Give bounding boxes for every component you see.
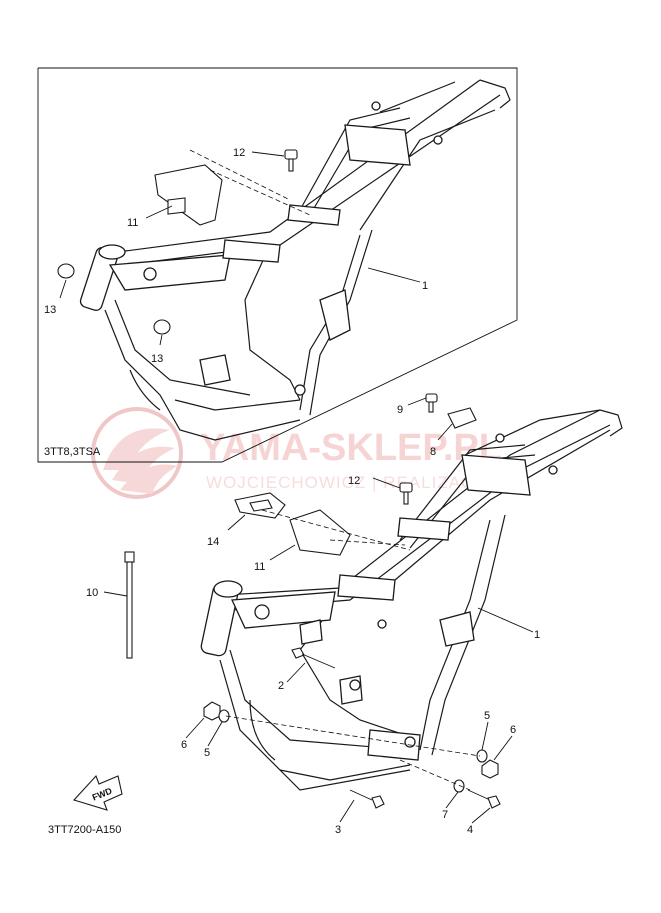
- callout-1: 1: [534, 629, 540, 641]
- watermark-logo-icon: [91, 407, 183, 499]
- inset-variant-label: 3TT8,3TSA: [44, 446, 101, 458]
- callout-inset-13a: 13: [44, 304, 56, 316]
- bolt-2: [291, 647, 336, 669]
- callout-5a: 5: [484, 710, 490, 722]
- bolt-4: [467, 789, 501, 809]
- nut-6-left: [203, 701, 221, 721]
- callout-inset-11: 11: [127, 217, 138, 229]
- callout-2: 2: [278, 680, 284, 692]
- washer-5-left: [218, 709, 230, 723]
- callout-inset-1: 1: [422, 280, 428, 292]
- watermark-tagline: WOJCIECHOWICZ | REALIZACJA: [206, 473, 496, 492]
- callout-10: 10: [86, 587, 98, 599]
- inset-cover-11: [154, 164, 223, 226]
- callout-5b: 5: [204, 747, 210, 759]
- nut-6-right: [481, 759, 499, 779]
- figure-code: 3TT7200-A150: [48, 824, 121, 836]
- bolt-9: [425, 393, 438, 413]
- washer-5-right: [476, 749, 488, 763]
- washer-7: [453, 779, 465, 793]
- watermark: YAMA-SKLEP.PL WOJCIECHOWICZ | REALIZACJA: [91, 407, 502, 499]
- bracket-8: [447, 407, 477, 429]
- inset-cap-13a: [57, 263, 75, 279]
- callout-4: 4: [467, 824, 473, 836]
- cover-11: [289, 509, 351, 556]
- bolt-12: [399, 482, 413, 505]
- callout-3: 3: [335, 824, 341, 836]
- callout-8: 8: [430, 446, 436, 458]
- pad-14: [234, 492, 286, 519]
- main-frame-drawing: [200, 409, 623, 791]
- callout-12: 12: [348, 475, 360, 487]
- bolt-3: [349, 789, 385, 809]
- inset-bolt-12: [284, 149, 298, 172]
- callout-6b: 6: [181, 739, 187, 751]
- fwd-arrow-icon: FWD: [73, 774, 123, 811]
- inset-panel: 3TT8,3TSA: [37, 67, 518, 463]
- callout-inset-12: 12: [233, 147, 245, 159]
- callout-7: 7: [442, 809, 448, 821]
- cable-tie-10: [124, 551, 135, 659]
- callout-6a: 6: [510, 724, 516, 736]
- callout-14: 14: [207, 536, 219, 548]
- callout-inset-13b: 13: [151, 353, 163, 365]
- callout-9: 9: [397, 404, 403, 416]
- inset-frame-drawing: [79, 79, 511, 441]
- inset-cap-13b: [153, 319, 171, 335]
- callout-11: 11: [254, 561, 265, 573]
